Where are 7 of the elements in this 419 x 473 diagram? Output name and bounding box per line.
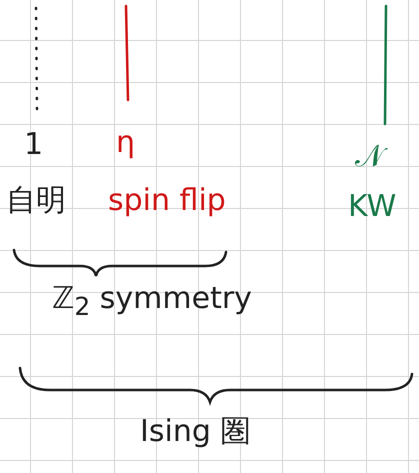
line-name: KW bbox=[348, 190, 396, 223]
line-name: 自明 bbox=[6, 184, 66, 217]
line-label: η bbox=[116, 126, 136, 159]
brace-label: ℤ$_{2}$ symmetry bbox=[52, 282, 252, 320]
line-name: spin flip bbox=[108, 184, 226, 217]
line-label: 1 bbox=[24, 128, 44, 161]
brace-label: Ising 圏 bbox=[140, 415, 250, 448]
